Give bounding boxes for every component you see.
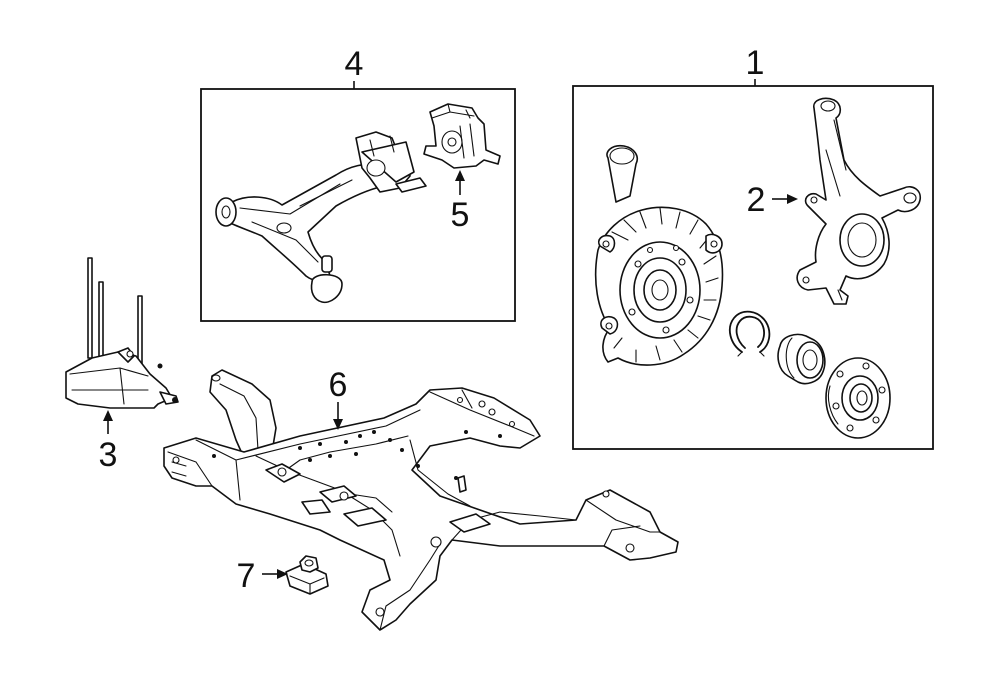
knuckle-hub-shield-assembly [594, 144, 724, 366]
callout-3-arrowhead [103, 410, 113, 421]
support-brace [65, 257, 179, 409]
callout-1: 1 [746, 44, 765, 82]
knuckle-assembly-group-box [572, 85, 934, 450]
callout-2: 2 [747, 181, 766, 219]
front-crossmember [163, 369, 679, 631]
callout-5: 5 [451, 196, 470, 234]
control-arm-bushing [423, 103, 501, 169]
callout-3: 3 [99, 436, 118, 474]
callout-6: 6 [329, 366, 348, 404]
wheel-bearing [777, 333, 826, 385]
callout-4: 4 [345, 45, 364, 83]
control-arm-group-box [200, 88, 516, 322]
snap-ring [728, 310, 771, 357]
callout-5-arrowhead [455, 170, 465, 181]
crossmember-nut [285, 555, 329, 595]
lower-control-arm [215, 131, 427, 304]
wheel-hub [825, 357, 891, 439]
callout-2-arrowhead [787, 194, 798, 204]
callout-7-arrowhead [277, 569, 288, 579]
callout-7: 7 [237, 557, 256, 595]
steering-knuckle [796, 97, 922, 305]
callout-6-arrowhead [333, 419, 343, 430]
